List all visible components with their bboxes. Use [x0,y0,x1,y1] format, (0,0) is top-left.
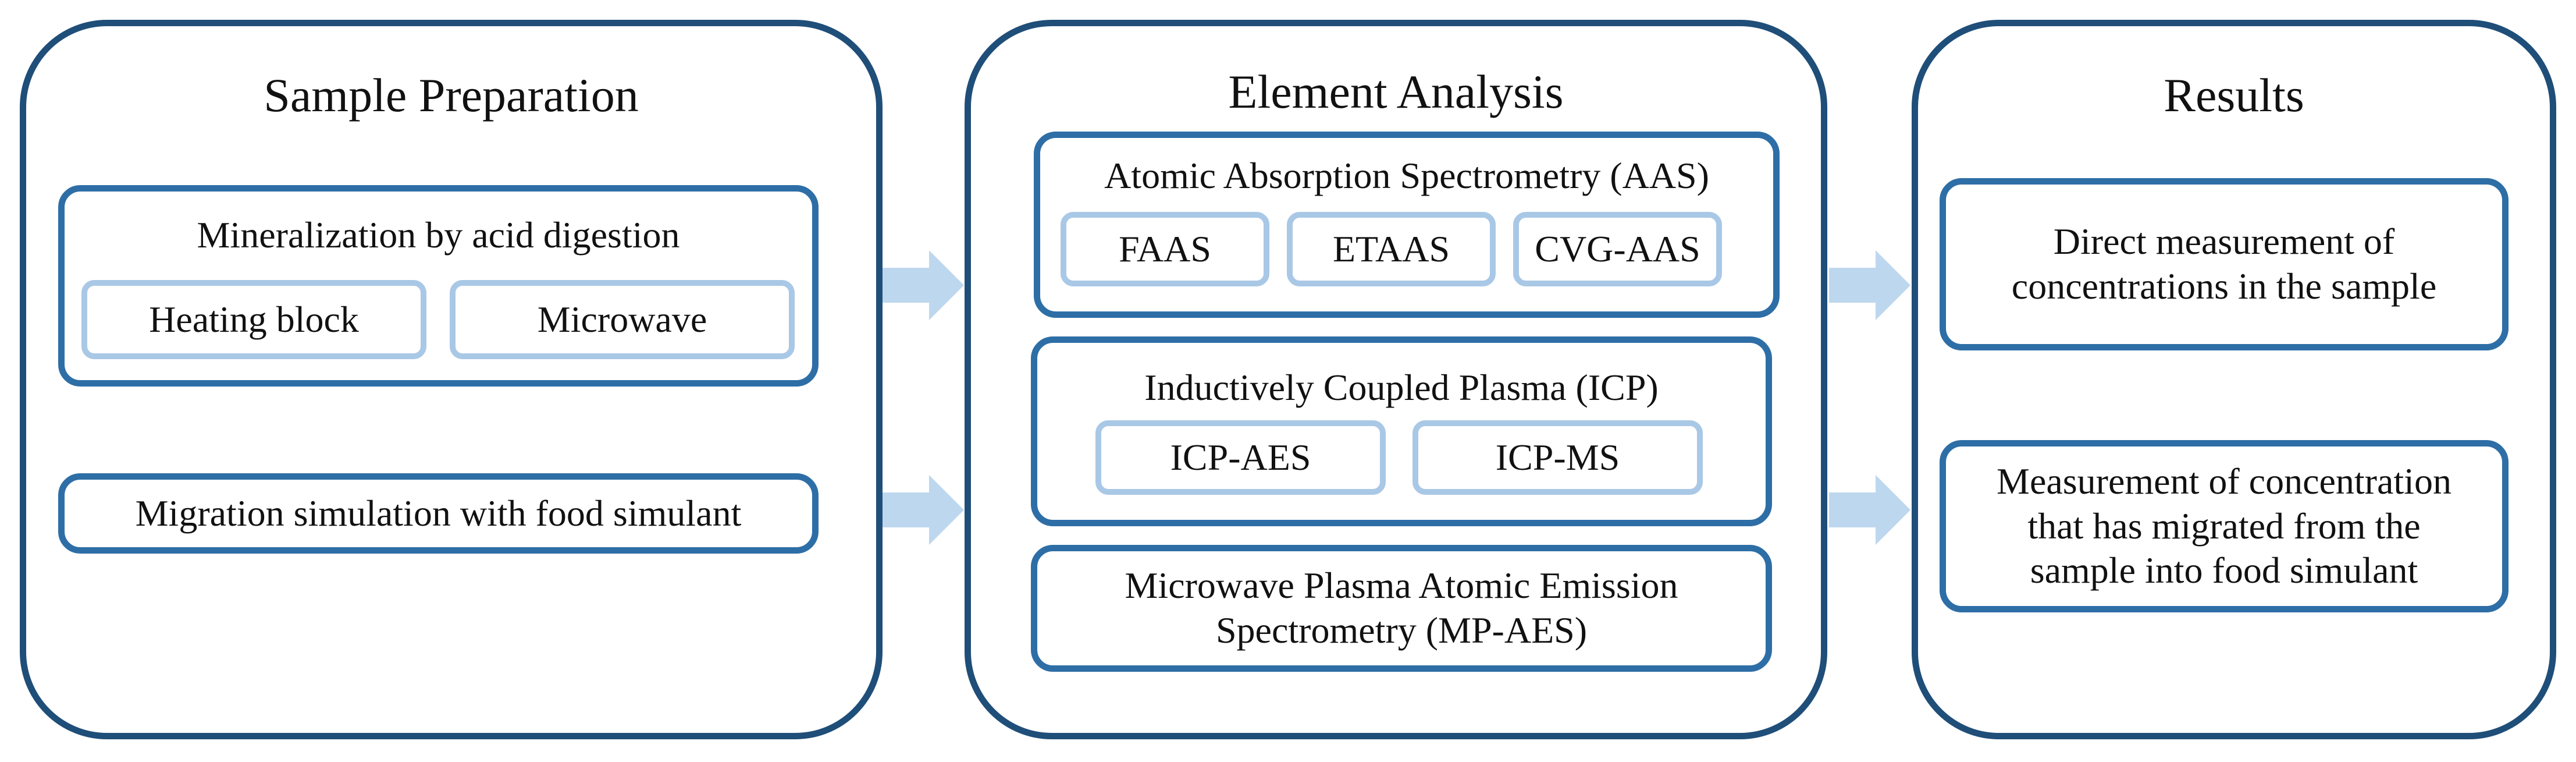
arrow-right-icon [883,250,964,320]
results-panel: Results [1912,20,2556,739]
mineralization-title: Mineralization by acid digestion [197,214,680,256]
mp-aes-text: Microwave Plasma Atomic Emission Spectro… [1125,565,1678,651]
icp-aes-chip: ICP-AES [1095,420,1386,495]
results-title: Results [2164,69,2304,122]
mp-aes-box: Microwave Plasma Atomic Emission Spectro… [1031,545,1772,672]
microwave-chip: Microwave [450,280,795,359]
direct-measurement-box: Direct measurement of concentrations in … [1940,178,2509,350]
aas-title: Atomic Absorption Spectrometry (AAS) [1104,155,1709,196]
migration-simulation-text: Migration simulation with food simulant [135,492,742,534]
faas-chip: FAAS [1061,212,1269,286]
etaas-chip: ETAAS [1287,212,1496,286]
arrow-right-icon [883,475,964,545]
migration-simulation-box: Migration simulation with food simulant [58,473,819,554]
migrated-measurement-text: Measurement of concentration that has mi… [1997,460,2452,591]
icp-title: Inductively Coupled Plasma (ICP) [1144,367,1659,408]
cvg-aas-chip: CVG-AAS [1513,212,1722,286]
arrow-right-icon [1829,250,1910,320]
direct-measurement-text: Direct measurement of concentrations in … [2011,221,2437,307]
icp-ms-chip: ICP-MS [1412,420,1703,495]
migrated-measurement-box: Measurement of concentration that has mi… [1940,440,2509,612]
heating-block-chip: Heating block [81,280,426,359]
arrow-right-icon [1829,475,1910,545]
sample-preparation-title: Sample Preparation [264,69,639,122]
element-analysis-title: Element Analysis [1228,65,1564,118]
